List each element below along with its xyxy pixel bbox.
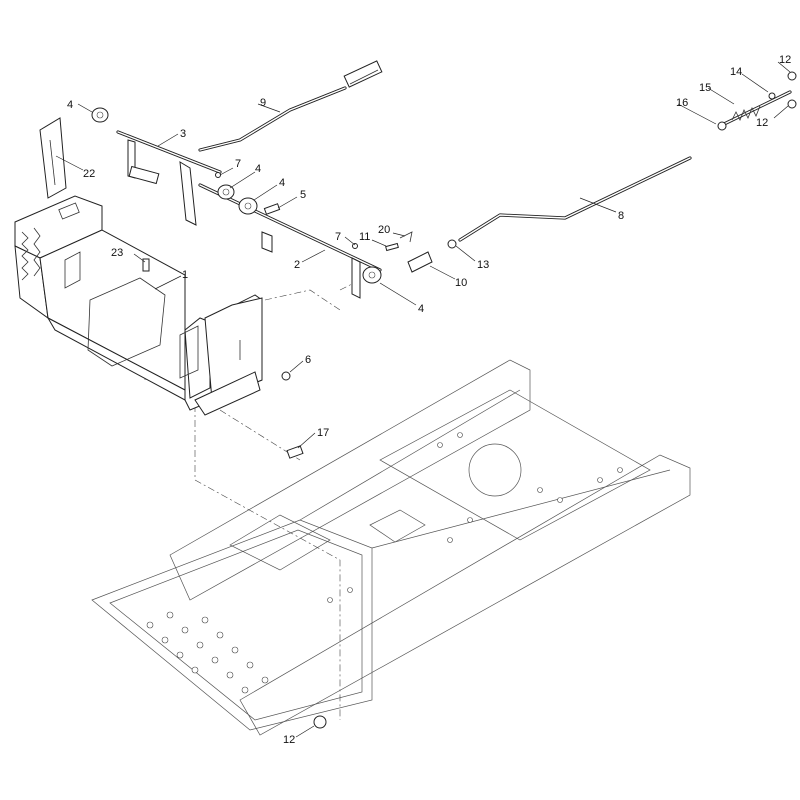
housing-1 [14, 195, 263, 416]
callout-4c: 4 [279, 177, 285, 189]
callout-8: 8 [618, 210, 624, 222]
callout-12a: 12 [779, 54, 791, 66]
callout-14: 14 [730, 66, 742, 78]
callout-16: 16 [676, 97, 688, 109]
callout-4a: 4 [67, 99, 73, 111]
shaft-3 [116, 130, 222, 226]
bracket-22 [39, 117, 67, 199]
callout-5: 5 [300, 189, 306, 201]
callout-10: 10 [455, 277, 467, 289]
callout-23: 23 [111, 247, 123, 259]
callout-1: 1 [182, 269, 188, 281]
callout-12b: 12 [756, 117, 768, 129]
callout-4b: 4 [255, 163, 261, 175]
callout-17: 17 [317, 427, 329, 439]
callout-15: 15 [699, 82, 711, 94]
callout-13: 13 [477, 259, 489, 271]
callout-7b: 7 [335, 231, 341, 243]
callout-9: 9 [260, 97, 266, 109]
shaft-2 [198, 183, 382, 299]
callout-2: 2 [294, 259, 300, 271]
callout-7a: 7 [235, 158, 241, 170]
callout-12c: 12 [283, 734, 295, 746]
hardware [91, 71, 797, 729]
callout-3: 3 [180, 128, 186, 140]
callout-20: 20 [378, 224, 390, 236]
rod-15 [718, 90, 792, 128]
callout-6: 6 [305, 354, 311, 366]
floor-holes [146, 611, 269, 694]
callout-11: 11 [359, 231, 370, 243]
chassis-frame [91, 359, 691, 736]
rod-8 [458, 156, 692, 242]
callout-labels: 1 2 3 4 4 4 4 5 6 7 7 8 9 10 11 12 12 12… [67, 54, 791, 746]
callout-22: 22 [83, 168, 95, 180]
cable-9 [198, 60, 383, 152]
callout-4d: 4 [418, 303, 424, 315]
leader-lines [55, 61, 791, 738]
